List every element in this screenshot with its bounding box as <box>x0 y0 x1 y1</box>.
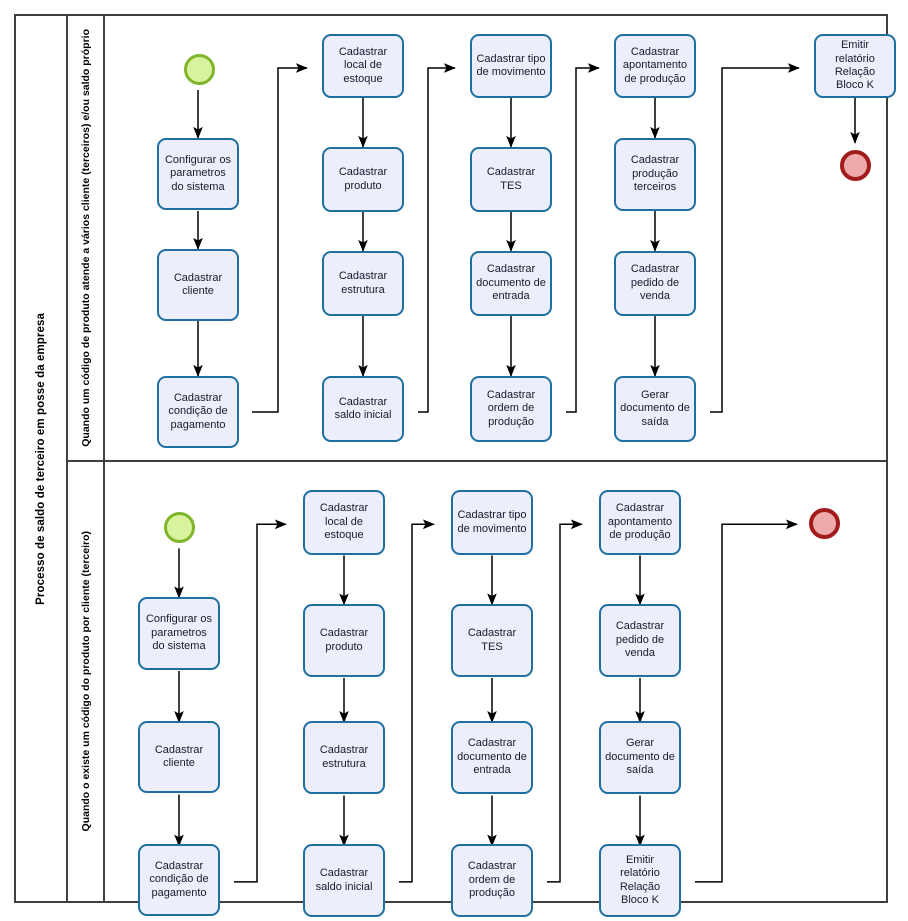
task-cadastrar-condicao-pagamento[interactable]: Cadastrar condição de pagamento <box>157 376 239 448</box>
task-label: Configurar os parametros do sistema <box>164 153 232 193</box>
task-cadastrar-produto[interactable]: Cadastrar produto <box>322 147 404 212</box>
task-cadastrar-cliente[interactable]: Cadastrar cliente <box>157 249 239 321</box>
task-cadastrar-apontamento-producao[interactable]: Cadastrar apontamento de produção <box>599 490 681 555</box>
task-label: Emitir relatório Relação Bloco K <box>619 853 661 906</box>
task-label: Cadastrar ordem de produção <box>467 860 517 900</box>
lane-upper-end-event[interactable] <box>840 150 871 181</box>
task-label: Cadastrar cliente <box>154 743 204 769</box>
task-label: Cadastrar TES <box>467 627 517 653</box>
task-configurar-parametros[interactable]: Configurar os parametros do sistema <box>138 597 220 670</box>
task-label: Cadastrar ordem de produção <box>486 388 536 428</box>
task-gerar-documento-saida[interactable]: Gerar documento de saída <box>614 376 696 442</box>
task-label: Cadastrar apontamento de produção <box>607 502 673 542</box>
task-emitir-relatorio-bloco-k[interactable]: Emitir relatório Relação Bloco K <box>814 34 896 98</box>
lane-upper-label-text: Quando um código de produto atende a vár… <box>79 29 92 447</box>
task-cadastrar-cliente[interactable]: Cadastrar cliente <box>138 721 220 793</box>
task-label: Cadastrar documento de entrada <box>457 737 527 777</box>
task-label: Cadastrar cliente <box>173 271 223 297</box>
task-label: Cadastrar tipo de movimento <box>476 52 546 78</box>
lane-lower-label-text: Quando o existe um código do produto por… <box>79 531 92 832</box>
task-gerar-documento-saida[interactable]: Gerar documento de saída <box>599 721 681 794</box>
lane-lower: Quando o existe um código do produto por… <box>68 462 886 917</box>
task-label: Cadastrar condição de pagamento <box>149 859 209 899</box>
lane-lower-body: Configurar os parametros do sistema Cada… <box>105 462 886 917</box>
task-cadastrar-ordem-producao[interactable]: Cadastrar ordem de produção <box>451 844 533 917</box>
task-cadastrar-producao-terceiros[interactable]: Cadastrar produção terceiros <box>614 138 696 211</box>
task-label: Cadastrar produto <box>319 627 369 653</box>
lane-upper-body: Configurar os parametros do sistema Cada… <box>105 16 896 460</box>
task-cadastrar-ordem-producao[interactable]: Cadastrar ordem de produção <box>470 376 552 442</box>
task-label: Cadastrar pedido de venda <box>630 263 680 303</box>
lane-lower-end-event[interactable] <box>809 508 840 539</box>
task-label: Cadastrar estrutura <box>319 744 369 770</box>
task-label: Gerar documento de saída <box>605 737 675 777</box>
task-cadastrar-documento-entrada[interactable]: Cadastrar documento de entrada <box>451 721 533 794</box>
lane-lower-label: Quando o existe um código do produto por… <box>68 462 105 901</box>
task-emitir-relatorio-bloco-k[interactable]: Emitir relatório Relação Bloco K <box>599 844 681 917</box>
task-cadastrar-apontamento-producao[interactable]: Cadastrar apontamento de produção <box>614 34 696 98</box>
task-label: Gerar documento de saída <box>620 388 690 428</box>
task-label: Cadastrar tipo de movimento <box>457 509 527 535</box>
lane-upper-start-event[interactable] <box>184 54 215 85</box>
task-label: Cadastrar saldo inicial <box>315 867 373 893</box>
task-cadastrar-estrutura[interactable]: Cadastrar estrutura <box>303 721 385 794</box>
task-label: Configurar os parametros do sistema <box>145 613 213 653</box>
task-label: Cadastrar TES <box>486 166 536 192</box>
task-label: Cadastrar local de estoque <box>338 45 388 85</box>
task-cadastrar-local-estoque[interactable]: Cadastrar local de estoque <box>322 34 404 98</box>
task-label: Cadastrar local de estoque <box>319 502 369 542</box>
lane-upper: Quando um código de produto atende a vár… <box>68 16 896 462</box>
task-cadastrar-tipo-movimento[interactable]: Cadastrar tipo de movimento <box>451 490 533 555</box>
task-cadastrar-documento-entrada[interactable]: Cadastrar documento de entrada <box>470 251 552 316</box>
task-cadastrar-tipo-movimento[interactable]: Cadastrar tipo de movimento <box>470 34 552 98</box>
pool: Processo de saldo de terceiro em posse d… <box>14 14 896 917</box>
task-label: Cadastrar pedido de venda <box>615 620 665 660</box>
task-label: Cadastrar apontamento de produção <box>622 45 688 85</box>
task-configurar-parametros[interactable]: Configurar os parametros do sistema <box>157 138 239 210</box>
task-cadastrar-tes[interactable]: Cadastrar TES <box>451 604 533 677</box>
task-label: Cadastrar condição de pagamento <box>168 391 228 431</box>
task-cadastrar-saldo-inicial[interactable]: Cadastrar saldo inicial <box>322 376 404 442</box>
task-label: Cadastrar saldo inicial <box>334 395 392 421</box>
task-label: Cadastrar produção terceiros <box>630 154 680 194</box>
task-label: Cadastrar estrutura <box>338 270 388 296</box>
task-cadastrar-produto[interactable]: Cadastrar produto <box>303 604 385 677</box>
lane-upper-label: Quando um código de produto atende a vár… <box>68 16 105 460</box>
pool-title-text: Processo de saldo de terceiro em posse d… <box>35 312 47 605</box>
task-label: Emitir relatório Relação Bloco K <box>834 39 876 92</box>
task-label: Cadastrar produto <box>338 166 388 192</box>
task-cadastrar-condicao-pagamento[interactable]: Cadastrar condição de pagamento <box>138 844 220 916</box>
task-cadastrar-saldo-inicial[interactable]: Cadastrar saldo inicial <box>303 844 385 917</box>
task-label: Cadastrar documento de entrada <box>476 263 546 303</box>
task-cadastrar-local-estoque[interactable]: Cadastrar local de estoque <box>303 490 385 555</box>
task-cadastrar-tes[interactable]: Cadastrar TES <box>470 147 552 212</box>
task-cadastrar-pedido-venda[interactable]: Cadastrar pedido de venda <box>599 604 681 677</box>
lane-lower-start-event[interactable] <box>164 512 195 543</box>
task-cadastrar-estrutura[interactable]: Cadastrar estrutura <box>322 251 404 316</box>
task-cadastrar-pedido-venda[interactable]: Cadastrar pedido de venda <box>614 251 696 316</box>
pool-title: Processo de saldo de terceiro em posse d… <box>16 16 68 901</box>
